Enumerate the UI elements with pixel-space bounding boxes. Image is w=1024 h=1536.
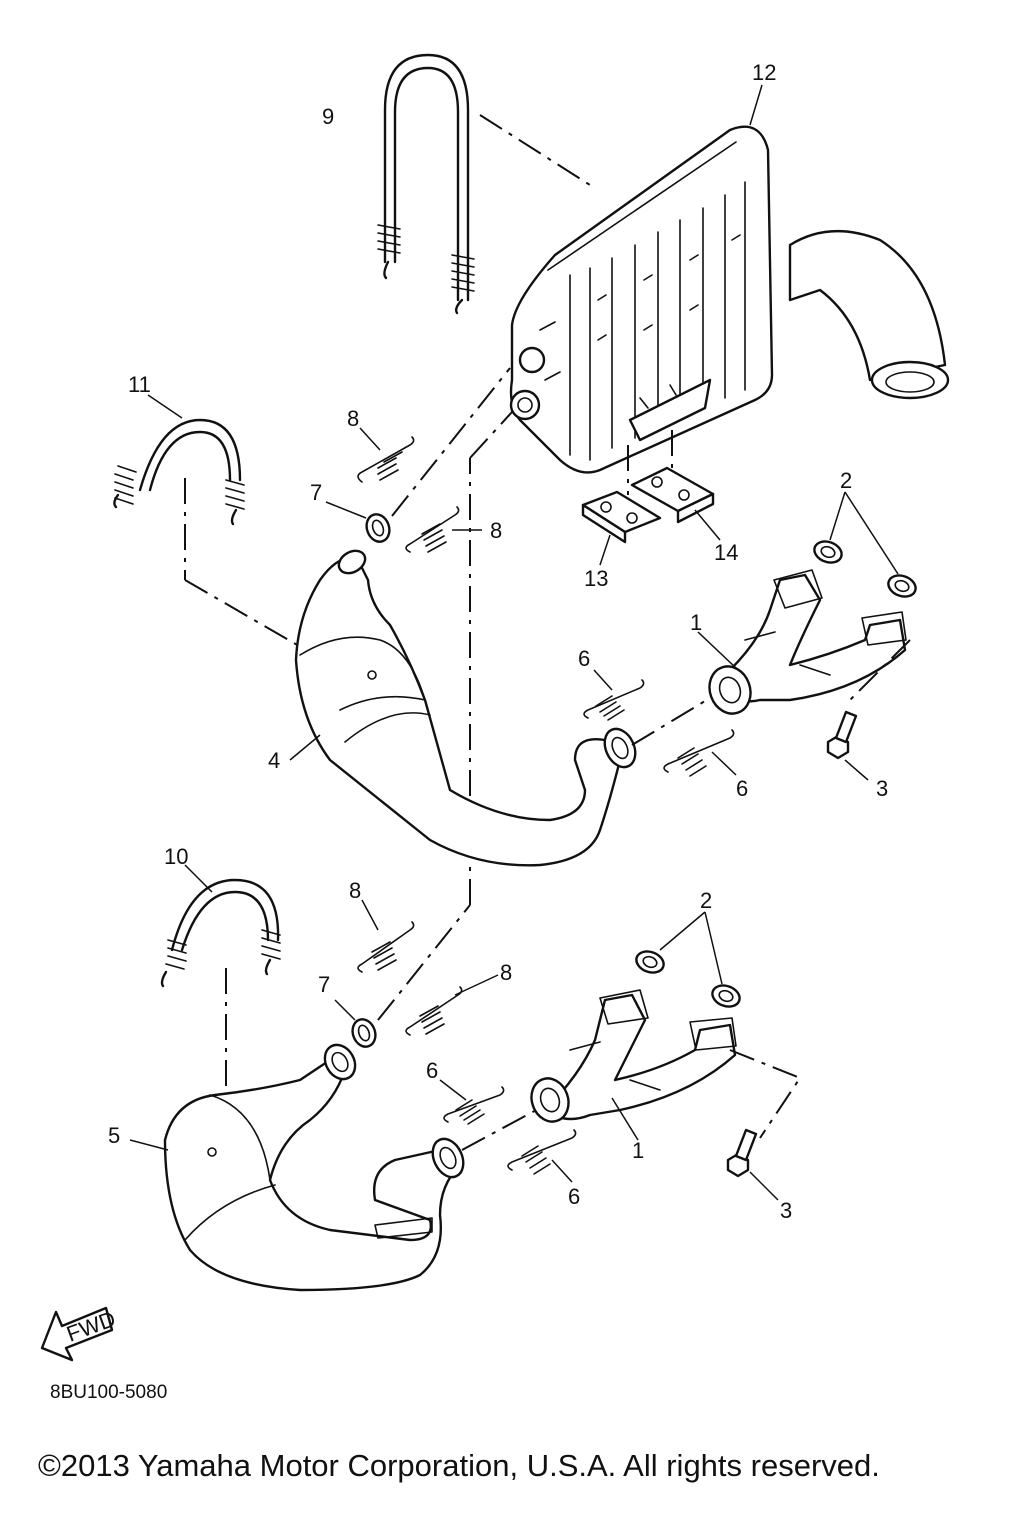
callout-2-upper: 2	[840, 468, 852, 493]
part-4-exhaust-pipe	[294, 549, 637, 867]
part-8-spring-upper-a	[357, 436, 415, 483]
part-2-gasket-lower-a	[635, 950, 665, 974]
part-7-gasket-upper	[365, 513, 391, 543]
part-6-spring-upper-b	[663, 729, 735, 777]
part-8-spring-upper-b	[405, 506, 460, 553]
part-6-spring-upper-a	[583, 679, 645, 721]
callout-4: 4	[268, 748, 280, 773]
callout-1-upper: 1	[690, 610, 702, 635]
part-2-gasket-lower-b	[711, 984, 741, 1008]
callout-10: 10	[164, 844, 188, 869]
part-14-bracket	[630, 466, 715, 524]
callout-3-lower: 3	[780, 1198, 792, 1223]
part-7-gasket-lower	[351, 1018, 377, 1048]
part-2-gasket-upper-a	[813, 540, 843, 564]
part-13-bracket	[581, 490, 662, 544]
callout-13: 13	[584, 566, 608, 591]
callout-7-lower: 7	[318, 972, 330, 997]
part-8-spring-lower-b	[405, 986, 463, 1036]
part-1-manifold-upper	[708, 569, 907, 715]
diagram-code: 8BU100-5080	[50, 1382, 168, 1403]
callout-6-lower-a: 6	[426, 1058, 438, 1083]
callout-3-upper: 3	[876, 776, 888, 801]
part-10-bracket	[160, 878, 281, 988]
part-3-bolt-lower	[726, 1128, 758, 1178]
part-11-bracket	[113, 418, 245, 526]
callout-6-lower-b: 6	[568, 1184, 580, 1209]
callout-8-upper-b: 8	[490, 518, 502, 543]
fwd-label: FWD	[63, 1306, 119, 1347]
callout-9: 9	[322, 104, 334, 129]
callout-labels: 1 1 2 2 3 3 4 5 6 6 6 6 7 7 8 8 8 8 9 10…	[108, 60, 888, 1223]
part-3-bolt-upper	[826, 710, 858, 760]
callout-8-lower-a: 8	[349, 878, 361, 903]
fwd-arrow-icon: FWD	[40, 1306, 119, 1362]
copyright-notice: ©2013 Yamaha Motor Corporation, U.S.A. A…	[38, 1448, 880, 1483]
part-1-manifold-lower	[530, 989, 737, 1123]
callout-7-upper: 7	[310, 480, 322, 505]
part-8-spring-lower-a	[357, 921, 415, 973]
part-9-bracket	[377, 53, 475, 315]
callout-1-lower: 1	[632, 1138, 644, 1163]
part-5-exhaust-pipe	[163, 1043, 465, 1292]
part-6-spring-lower-b	[507, 1129, 577, 1175]
callout-8-upper-a: 8	[347, 406, 359, 431]
callout-6-upper-b: 6	[736, 776, 748, 801]
part-12-muffler	[509, 125, 950, 474]
callout-11: 11	[128, 372, 151, 397]
callout-12: 12	[752, 60, 776, 85]
callout-2-lower: 2	[700, 888, 712, 913]
callout-14: 14	[714, 540, 738, 565]
callout-8-lower-b: 8	[500, 960, 512, 985]
part-2-gasket-upper-b	[887, 574, 917, 598]
callout-6-upper-a: 6	[578, 646, 590, 671]
callout-5: 5	[108, 1123, 120, 1148]
part-6-spring-lower-a	[443, 1086, 505, 1125]
